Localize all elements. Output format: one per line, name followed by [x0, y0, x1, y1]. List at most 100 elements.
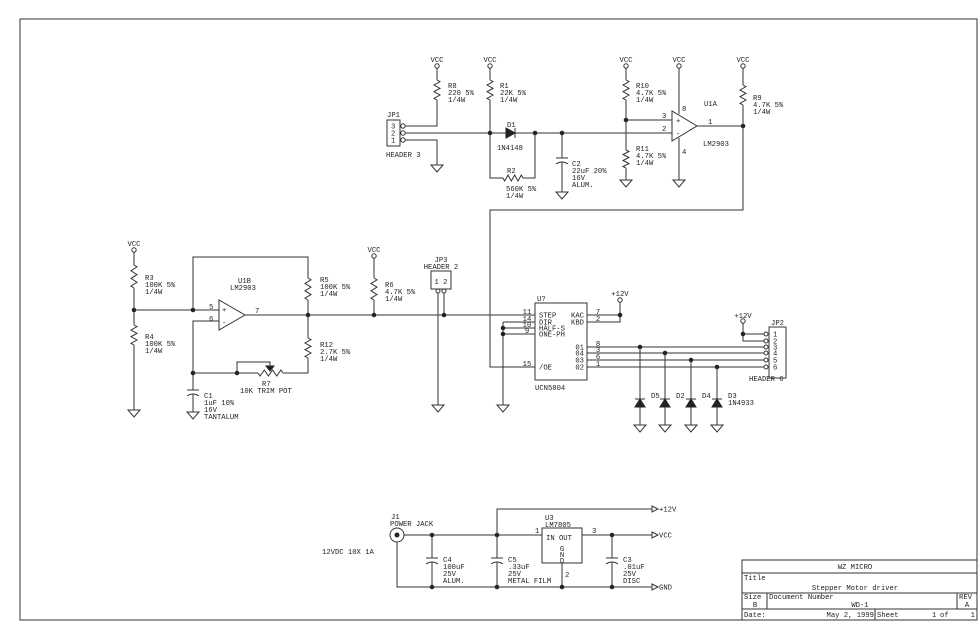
jp2-header	[768, 326, 787, 379]
label: 1/4W	[320, 356, 338, 364]
label: 3	[391, 124, 395, 132]
offsheet-arrow-icon	[651, 531, 660, 539]
r2	[502, 173, 524, 183]
wire	[523, 133, 536, 179]
c5-plate	[490, 561, 504, 565]
wire	[236, 361, 271, 373]
power-port-icon	[740, 318, 746, 324]
label: HEADER 3	[386, 152, 421, 160]
label: Date:	[744, 612, 766, 620]
label: 1/4W	[145, 348, 163, 356]
label: 1/4W	[636, 97, 654, 105]
label: 2	[773, 339, 777, 347]
label: 3	[773, 345, 777, 353]
label: Title	[744, 575, 766, 583]
label: U1A	[704, 101, 718, 109]
label: 3	[596, 347, 600, 355]
opamp-u1b	[218, 299, 247, 331]
label: 22K 5%	[500, 90, 527, 98]
label: +	[222, 307, 226, 315]
label: R11	[636, 146, 649, 154]
label: 1	[773, 332, 777, 340]
r1	[485, 79, 495, 101]
power-port-icon	[131, 247, 137, 253]
c4-plate	[425, 561, 439, 565]
label: 1	[971, 612, 975, 620]
label: 1/4W	[753, 109, 771, 117]
r12	[303, 337, 313, 359]
c3-plate	[605, 561, 619, 565]
label: 10	[523, 322, 532, 330]
label: 16V	[204, 407, 218, 415]
pot-wiper-arrow-icon	[264, 365, 276, 372]
label: of	[940, 612, 949, 620]
label: 02	[575, 365, 584, 373]
u2-ucn5804	[534, 302, 588, 381]
offsheet-arrow-icon	[651, 583, 660, 591]
label: R3	[145, 275, 154, 283]
label: 4	[773, 351, 777, 359]
label: .33uF	[508, 564, 530, 572]
label: LM2903	[230, 285, 256, 293]
label: U3	[545, 515, 554, 523]
components	[126, 63, 787, 591]
power-jack-icon	[389, 527, 405, 543]
title-block-frame	[741, 559, 978, 621]
label: 100uF	[443, 564, 465, 572]
label: DIR	[539, 320, 553, 328]
label: JP1	[387, 112, 400, 120]
c1-plate	[186, 393, 200, 397]
wire	[587, 302, 621, 323]
wire	[496, 508, 652, 535]
label: UCN5804	[535, 385, 565, 393]
pin-icon	[763, 364, 769, 370]
r3	[130, 264, 138, 289]
label: 1/4W	[636, 160, 654, 168]
label: R7	[262, 381, 271, 389]
ground-icon	[429, 164, 445, 173]
junction-dot	[559, 584, 565, 590]
power-port-icon	[434, 63, 440, 69]
label: Sheet	[877, 612, 899, 620]
wire	[405, 139, 438, 165]
label: 4.7K 5%	[753, 102, 784, 110]
power-net-label: VCC	[484, 57, 498, 65]
label: 6	[773, 365, 777, 373]
ground-icon	[495, 404, 511, 413]
label: 25V	[508, 571, 522, 579]
label: 1	[708, 119, 712, 127]
power-port-icon	[676, 63, 682, 69]
opamp-u1a	[671, 110, 698, 142]
power-port-icon	[487, 63, 493, 69]
diode-icon	[711, 398, 723, 408]
label: 100K 5%	[145, 341, 176, 349]
label: C4	[443, 557, 452, 565]
label: 15	[523, 361, 532, 369]
label: DISC	[623, 578, 641, 586]
label: /OE	[539, 365, 552, 373]
drawing-title: Stepper Motor driver	[812, 585, 898, 593]
diode-icon	[659, 398, 671, 408]
c2-plate	[555, 161, 569, 165]
label: 4	[682, 149, 686, 157]
drawing-date: May 2, 1999	[827, 612, 874, 620]
r8	[432, 79, 442, 101]
label: 100K 5%	[320, 284, 351, 292]
r5	[304, 277, 312, 301]
label: 11	[523, 309, 532, 317]
wire	[396, 542, 652, 588]
label: 1	[596, 361, 600, 369]
pin-icon	[441, 288, 447, 294]
offsheet-arrow-icon	[651, 505, 660, 513]
label: D2	[676, 393, 685, 401]
junction-dot	[500, 325, 506, 331]
ground-icon	[657, 424, 673, 433]
label: U1B	[238, 278, 252, 286]
label: JP2	[771, 320, 784, 328]
label: 1uF 10%	[204, 400, 235, 408]
label: D1	[507, 122, 516, 130]
label: C2	[572, 161, 581, 169]
label: STEP	[539, 313, 556, 321]
label: 1/4W	[506, 193, 524, 201]
